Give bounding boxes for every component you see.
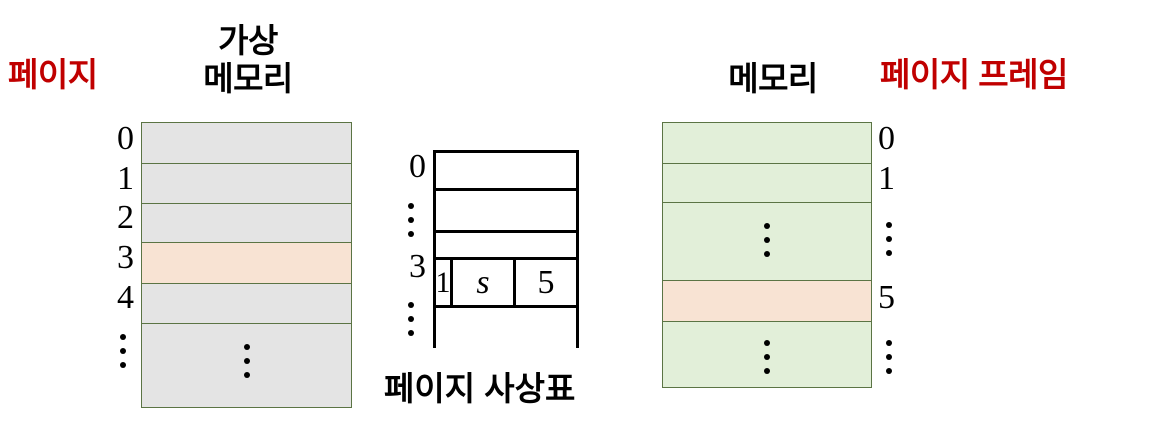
virtual-memory-row [142,284,351,324]
virtual-memory-row [142,123,351,164]
physical-memory-row-highlighted [663,281,871,322]
virtual-memory-table [141,122,352,408]
virtual-row-index-1: 1 [117,160,134,197]
frame-index-1: 1 [878,160,895,197]
map-row-index-0: 0 [409,148,426,185]
virtual-memory-ellipsis-dots [240,344,254,378]
memory-label: 메모리 [728,60,818,97]
frame-index-0: 0 [878,120,895,157]
physical-memory-row-ellipsis [663,203,871,281]
map-row-index-ellipsis-top [404,203,418,237]
virtual-row-index-4: 4 [117,279,134,316]
page-map-flag: s [453,260,516,305]
page-map-row [436,308,576,345]
virtual-row-index-3: 3 [117,239,134,276]
frame-index-ellipsis-top [882,222,896,256]
virtual-row-index-0: 0 [117,120,134,157]
virtual-memory-row [142,164,351,204]
virtual-row-index-ellipsis [116,334,130,368]
frame-index-ellipsis-bottom [882,340,896,374]
physical-memory-row-ellipsis [663,322,871,389]
page-map-row-entry: 1 s 5 [436,260,576,308]
page-map-table-caption: 페이지 사상표 [384,370,576,407]
virtual-memory-label-line2: 메모리 [203,60,293,97]
physical-memory-ellipsis-dots-bottom [760,340,774,374]
virtual-memory-row [142,204,351,243]
page-map-row [436,153,576,191]
page-map-table: 1 s 5 [433,150,579,348]
physical-memory-ellipsis-dots-top [760,223,774,257]
page-frame-label: 페이지 프레임 [880,56,1068,93]
physical-memory-table [662,122,872,388]
physical-memory-row [663,123,871,164]
virtual-memory-row-ellipsis [142,324,351,406]
map-row-index-ellipsis-bottom [404,302,418,336]
page-map-frame-number: 5 [537,263,555,301]
physical-memory-row [663,164,871,203]
virtual-memory-row-highlighted [142,243,351,284]
virtual-row-index-2: 2 [117,199,134,236]
page-map-row [436,233,576,260]
virtual-memory-label-line1: 가상 [218,22,278,59]
frame-index-5: 5 [878,279,895,316]
page-label: 페이지 [8,56,98,93]
map-row-index-3: 3 [409,248,426,285]
page-map-row [436,191,576,233]
page-map-valid-bit: 1 [436,260,453,305]
